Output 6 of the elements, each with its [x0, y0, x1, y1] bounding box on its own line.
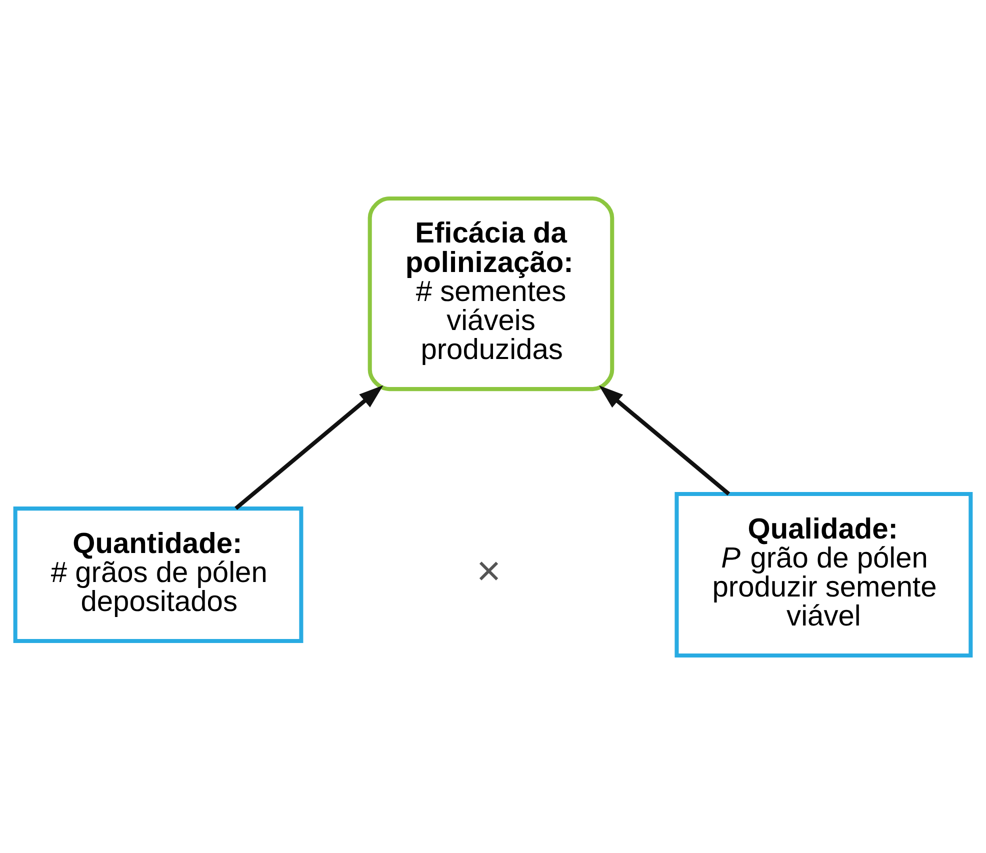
node-box: Qualidade: P grão de pólen produzir semente viável [674, 492, 973, 658]
label: × [476, 546, 501, 594]
arrow [234, 384, 384, 510]
node-box: Eficácia da polinização: # sementes viáveis produzidas [368, 196, 614, 391]
arrow [599, 385, 730, 495]
node-box: Quantidade: # grãos de pólen depositados [13, 506, 304, 643]
